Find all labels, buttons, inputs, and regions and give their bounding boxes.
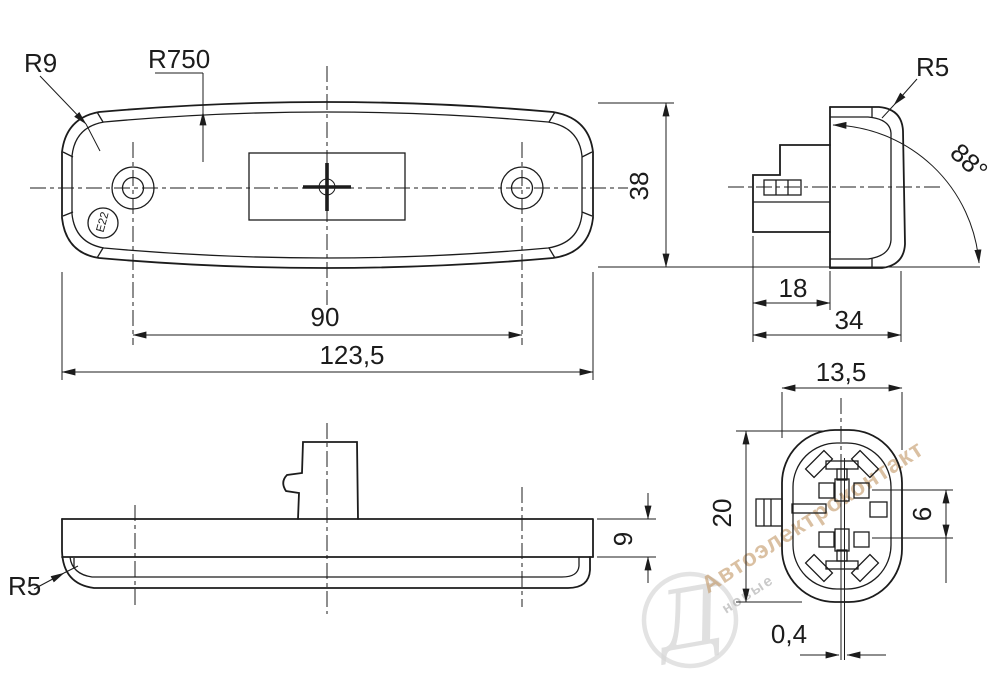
- side-body-outline: [752, 144, 831, 233]
- side-r5-leader-tail: [881, 104, 895, 119]
- dim-9-label: 9: [608, 532, 638, 546]
- angle-arc: [832, 121, 982, 264]
- front-inner-outline: [71, 111, 583, 259]
- dim-34-label: 34: [835, 305, 864, 335]
- angle-label: 88°: [945, 137, 994, 186]
- r750-label: R750: [148, 44, 210, 74]
- side-r5-leader: [893, 78, 918, 106]
- dim-135-label: 13,5: [816, 357, 867, 387]
- side-ext-lines: [752, 236, 902, 342]
- dim-6-label: 6: [907, 507, 937, 521]
- dim-90-label: 90: [311, 302, 340, 332]
- dim-18-label: 18: [779, 273, 808, 303]
- datum-crosshair: [303, 163, 351, 211]
- bottom-connector-tab: [282, 441, 359, 520]
- bottom-r5-leader-tail: [63, 565, 79, 574]
- left-mounting-hole: [111, 166, 155, 210]
- front-view: E22 R9 R750 38 90 123,5: [24, 44, 980, 380]
- dim-123-label: 123,5: [319, 340, 384, 370]
- mould-ticks: [62, 111, 593, 259]
- side-lens-inner: [830, 116, 892, 260]
- ext-123: [61, 272, 594, 380]
- bottom-r5-label: R5: [8, 571, 41, 601]
- connector-mid-bar: [791, 503, 827, 514]
- bottom-r5-leader: [33, 572, 65, 590]
- connector-left-tab: [755, 498, 783, 527]
- bottom-base-top: [61, 518, 594, 558]
- bottom-view: R5 9: [8, 423, 656, 614]
- connector-right-notch: [869, 501, 888, 518]
- ext-6: [872, 489, 953, 539]
- approval-mark: E22: [87, 207, 119, 239]
- right-mounting-hole: [500, 166, 544, 210]
- connector-inner-oval: [792, 442, 892, 590]
- watermark-logo-circle: [641, 571, 739, 669]
- dim-04-label: 0,4: [771, 619, 807, 649]
- connector-bottom-terminal: [818, 528, 870, 570]
- side-terminal: [763, 179, 802, 196]
- bottom-lens-inner: [69, 556, 580, 578]
- dim-20-label: 20: [707, 499, 737, 528]
- connector-corner-wedges: [804, 449, 880, 583]
- bottom-lens-outline: [61, 518, 591, 589]
- approval-mark-text: E22: [95, 211, 112, 234]
- ext-135: [781, 392, 903, 450]
- connector-top-terminal: [818, 460, 870, 502]
- label-recess: [248, 152, 406, 221]
- connector-blade-lines: [840, 458, 845, 660]
- r9-leader-tail: [85, 123, 101, 152]
- connector-view: 13,5 20 6 0,4: [707, 357, 953, 660]
- r9-label: R9: [24, 48, 57, 78]
- dim-38-label: 38: [624, 172, 654, 201]
- side-r5-label: R5: [916, 52, 949, 82]
- r750-leader: [155, 72, 204, 112]
- r9-leader: [39, 75, 87, 125]
- side-view: R5 88° 18 34: [728, 52, 994, 342]
- front-outer-outline: [61, 101, 594, 269]
